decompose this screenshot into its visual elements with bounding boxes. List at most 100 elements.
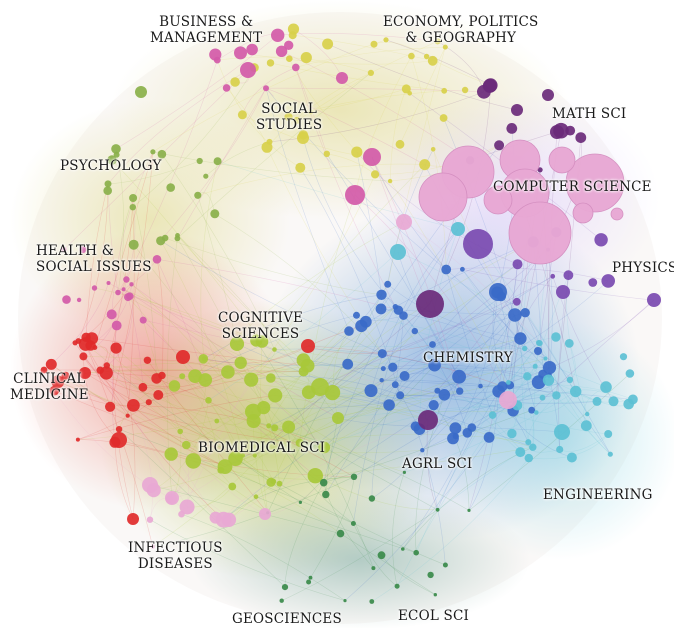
network-edge <box>118 428 286 588</box>
network-edge <box>261 164 425 342</box>
network-edge <box>361 241 534 327</box>
network-edge <box>514 314 537 413</box>
network-edge <box>492 292 511 386</box>
network-node <box>391 381 399 389</box>
network-node <box>401 84 411 94</box>
network-edge <box>91 338 274 482</box>
label-clinical-medicine: CLINICAL MEDICINE <box>10 371 89 403</box>
network-node <box>198 354 209 364</box>
network-edge <box>307 345 525 349</box>
network-node <box>308 575 313 580</box>
network-node <box>111 320 122 331</box>
network-edge <box>432 263 518 345</box>
network-node <box>336 72 348 84</box>
network-node <box>115 289 121 296</box>
network-node <box>300 52 312 64</box>
network-edge <box>194 314 357 377</box>
network-node <box>259 508 271 520</box>
computer-science-node <box>565 153 625 213</box>
label-economy-politics-geography: ECONOMY, POLITICS & GEOGRAPHY <box>383 14 538 46</box>
network-node <box>298 500 302 504</box>
label-engineering-text: ENGINEERING <box>543 487 653 503</box>
network-node <box>323 150 330 157</box>
network-node <box>75 338 82 344</box>
network-node <box>81 332 91 342</box>
network-edge <box>118 428 354 524</box>
network-node <box>507 428 517 439</box>
network-node <box>434 38 441 45</box>
network-edge <box>193 460 355 480</box>
network-edge <box>177 88 267 239</box>
network-edge <box>400 395 514 412</box>
network-edge <box>468 391 499 511</box>
network-node <box>353 311 360 319</box>
network-node <box>551 332 561 342</box>
network-node <box>489 283 507 301</box>
network-node <box>619 353 628 361</box>
network-edge <box>51 364 226 467</box>
network-node <box>292 63 300 72</box>
network-node <box>435 507 440 512</box>
network-edge <box>295 46 446 68</box>
network-node <box>575 132 587 144</box>
network-edge <box>265 88 350 332</box>
network-edge <box>156 259 206 380</box>
network-node <box>129 282 134 287</box>
network-node <box>564 339 574 348</box>
network-edge <box>402 446 533 550</box>
network-edge <box>399 46 446 145</box>
network-node <box>332 412 344 424</box>
network-edge <box>83 356 120 441</box>
network-node <box>396 391 405 400</box>
network-node <box>452 369 466 384</box>
network-edge <box>268 353 383 427</box>
network-edge <box>203 358 348 366</box>
network-edge <box>502 276 553 387</box>
network-edge <box>142 371 229 389</box>
network-edge <box>114 442 134 520</box>
network-node <box>342 358 354 370</box>
network-node <box>271 28 285 42</box>
network-node <box>103 186 112 195</box>
network-node <box>76 297 82 303</box>
network-node <box>288 31 297 40</box>
network-edge <box>156 259 399 311</box>
network-node <box>512 259 523 270</box>
network-node <box>427 571 434 579</box>
network-node <box>79 352 88 361</box>
network-edge <box>106 365 209 401</box>
network-edge <box>107 69 249 185</box>
network-edge <box>115 35 278 150</box>
network-node <box>563 270 574 281</box>
network-node <box>165 491 179 505</box>
network-node <box>399 371 410 381</box>
network-node <box>234 356 247 369</box>
network-node <box>442 562 448 568</box>
network-edge <box>389 180 518 406</box>
network-edge <box>332 330 416 393</box>
network-node <box>368 495 376 502</box>
network-node <box>158 371 166 380</box>
network-node <box>462 428 473 438</box>
network-edge <box>403 228 459 316</box>
label-chemistry-text: CHEMISTRY <box>423 350 513 366</box>
network-edge <box>392 364 539 383</box>
network-edge <box>182 376 222 471</box>
network-node <box>237 110 247 120</box>
network-node <box>123 276 130 283</box>
network-node <box>522 345 528 352</box>
network-edge <box>118 439 354 478</box>
network-node <box>608 396 619 407</box>
network-edge <box>74 342 128 416</box>
network-edge <box>74 342 216 518</box>
network-node <box>383 37 389 43</box>
network-node <box>401 547 405 551</box>
network-node <box>506 380 511 385</box>
network-node <box>364 384 378 398</box>
network-edge <box>266 72 372 148</box>
network-node <box>266 423 272 429</box>
network-node <box>179 499 195 515</box>
network-edge <box>411 56 447 270</box>
network-node <box>79 246 87 254</box>
network-node <box>125 413 130 418</box>
